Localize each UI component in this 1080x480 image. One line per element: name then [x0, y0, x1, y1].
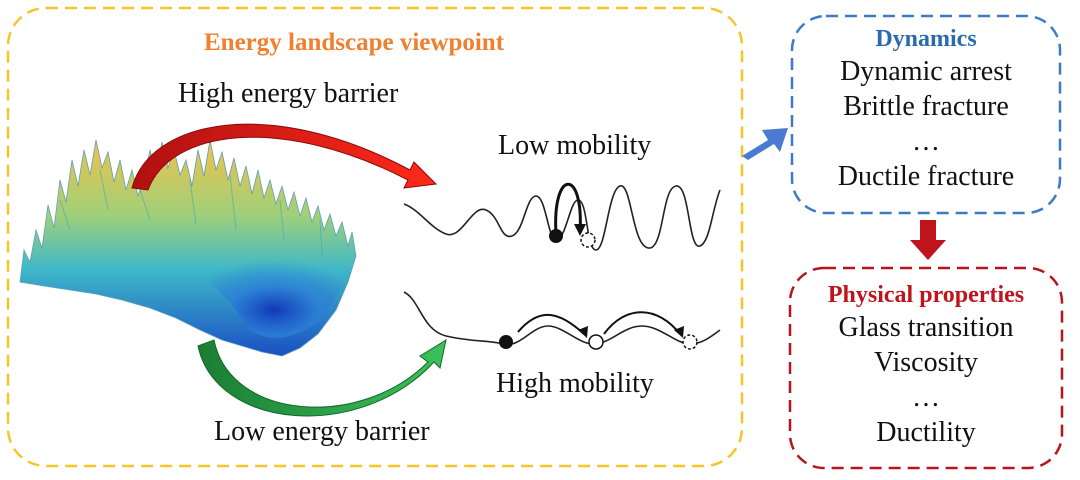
- properties-item: Ductility: [876, 417, 976, 448]
- energy-landscape-title: Energy landscape viewpoint: [204, 29, 505, 56]
- dynamics-item: Brittle fracture: [843, 91, 1009, 122]
- to-dynamics-arrow: [742, 128, 788, 160]
- high-barrier-label: High energy barrier: [178, 78, 399, 109]
- low-mobility-potential: [403, 182, 721, 251]
- high-mobility-potential: [403, 291, 721, 350]
- particle-start: [499, 335, 513, 349]
- properties-title: Physical properties: [827, 282, 1025, 308]
- dynamics-item: Ductile fracture: [837, 161, 1015, 192]
- to-properties-arrow: [910, 220, 946, 260]
- dynamics-box: [790, 14, 1062, 215]
- dynamics-content: Dynamics Dynamic arrest Brittle fracture…: [792, 24, 1060, 194]
- properties-item: Glass transition: [838, 312, 1014, 343]
- energy-landscape-box: [6, 6, 744, 468]
- dynamics-item: Dynamic arrest: [840, 56, 1012, 87]
- low-mobility-label: Low mobility: [498, 130, 652, 161]
- particle-target: [580, 232, 596, 248]
- hop-attempt-arrow: [554, 182, 582, 235]
- low-barrier-label: Low energy barrier: [214, 416, 430, 447]
- physical-properties-box: [788, 266, 1064, 470]
- particle-filled: [549, 229, 563, 243]
- low-barrier-arrow: [197, 338, 447, 417]
- energy-landscape-surface: [19, 139, 357, 357]
- properties-item: Viscosity: [873, 347, 979, 378]
- properties-content: Physical properties Glass transition Vis…: [790, 280, 1062, 450]
- properties-item: …: [912, 382, 940, 413]
- high-mobility-label: High mobility: [496, 368, 654, 399]
- dynamics-item: …: [912, 126, 940, 157]
- particle-end: [682, 334, 698, 350]
- high-barrier-arrow: [131, 123, 438, 191]
- dynamics-title: Dynamics: [875, 26, 977, 52]
- particle-middle: [588, 334, 604, 350]
